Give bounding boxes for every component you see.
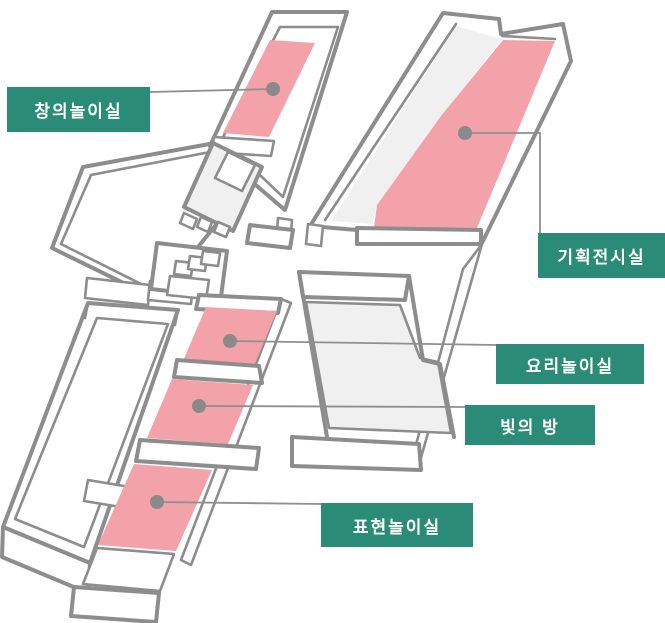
- room-markers: [149, 82, 541, 509]
- room-label-gihoek: 기획전시실: [538, 233, 665, 278]
- entry-structure: [178, 141, 264, 239]
- marker-dot-changui: [266, 82, 280, 96]
- leader-line-bit: [198, 405, 467, 408]
- stairs-structure: [149, 241, 229, 301]
- leader-line-pyohyeon: [156, 501, 323, 505]
- room-label-bit: 빛의 방: [465, 405, 595, 445]
- kiosk-box: [245, 223, 295, 250]
- platform-plaza: [50, 141, 238, 307]
- room-label-changui: 창의놀이실: [7, 87, 150, 132]
- leader-line-yori: [229, 340, 498, 346]
- marker-dot-bit: [192, 399, 206, 413]
- room-label-pyohyeon: 표현놀이실: [321, 503, 473, 547]
- marker-dot-gihoek: [458, 126, 472, 140]
- marker-dot-yori: [223, 334, 237, 348]
- room-label-yori: 요리놀이실: [496, 344, 644, 384]
- leader-line-changui: [149, 88, 274, 93]
- marker-dot-pyohyeon: [150, 495, 164, 509]
- central-hall: [290, 270, 456, 472]
- leader-line-gihoek: [465, 132, 541, 233]
- wing-play-rooms: [69, 293, 293, 623]
